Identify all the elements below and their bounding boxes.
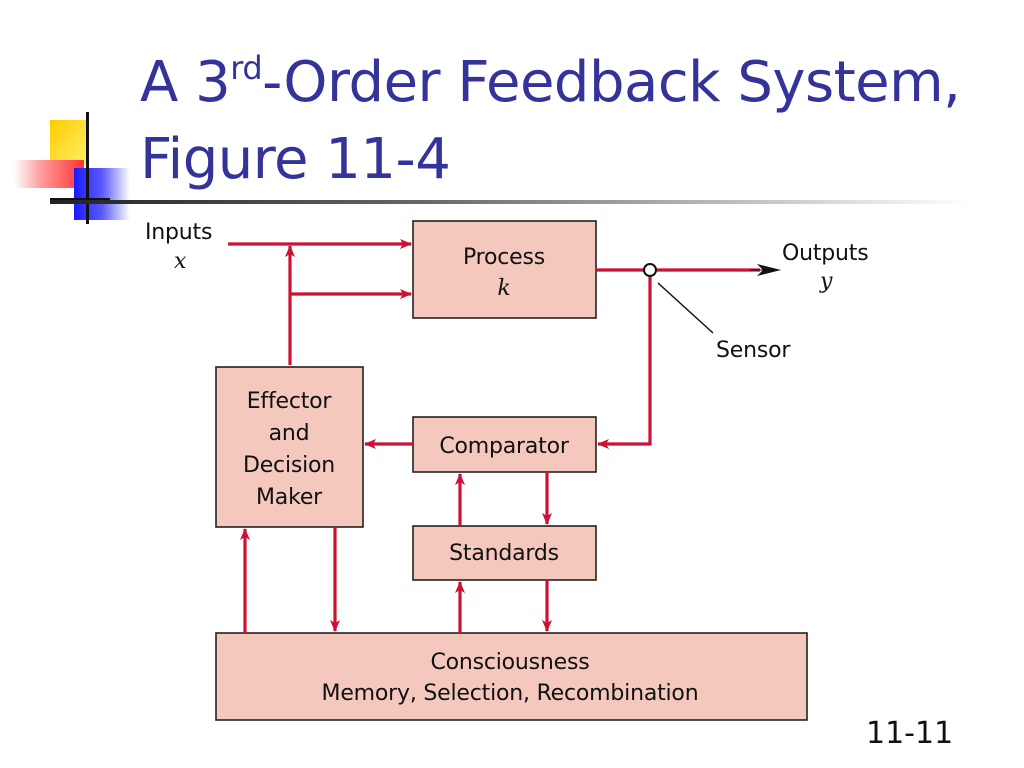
page-number: 11-11 [866, 716, 954, 751]
title-superscript: rd [230, 49, 263, 87]
sensor-label: Sensor [716, 338, 791, 363]
deco-vertical-line [86, 112, 89, 224]
comparator-box [412, 416, 597, 473]
process-box [412, 220, 597, 319]
sensor-pointer-line [657, 282, 714, 334]
deco-blue-square [74, 168, 130, 220]
deco-yellow-square [50, 120, 86, 164]
consciousness-line-1: Consciousness [430, 650, 589, 675]
title-line2: Figure 11-4 [140, 127, 451, 192]
title-prefix: A 3 [140, 50, 231, 115]
standards-label: Standards [449, 541, 559, 566]
comparator-label: Comparator [439, 434, 570, 459]
consciousness-box [215, 632, 808, 721]
deco-horizontal-line [50, 198, 110, 201]
standards-box [412, 525, 597, 581]
consciousness-line-2: Memory, Selection, Recombination [322, 681, 699, 706]
effector-line-2: and [269, 421, 310, 446]
sensor-node [643, 263, 657, 277]
effector-box [215, 366, 364, 528]
inputs-variable: x [174, 249, 187, 274]
effector-line-3: Decision [243, 453, 335, 478]
sensor-to-comparator-arrow [597, 277, 652, 449]
title-underline [50, 200, 970, 204]
inputs-label: Inputs [145, 220, 212, 245]
deco-red-bar [14, 160, 84, 188]
outputs-variable: y [819, 269, 833, 294]
outputs-label: Outputs [782, 241, 868, 266]
title-suffix: -Order Feedback System, [262, 50, 961, 115]
slide-title: A 3rd-Order Feedback System, Figure 11-4 [140, 48, 961, 195]
effector-line-1: Effector [247, 389, 333, 414]
process-variable: k [497, 276, 510, 301]
effector-line-4: Maker [256, 485, 323, 510]
process-label: Process [463, 245, 545, 270]
